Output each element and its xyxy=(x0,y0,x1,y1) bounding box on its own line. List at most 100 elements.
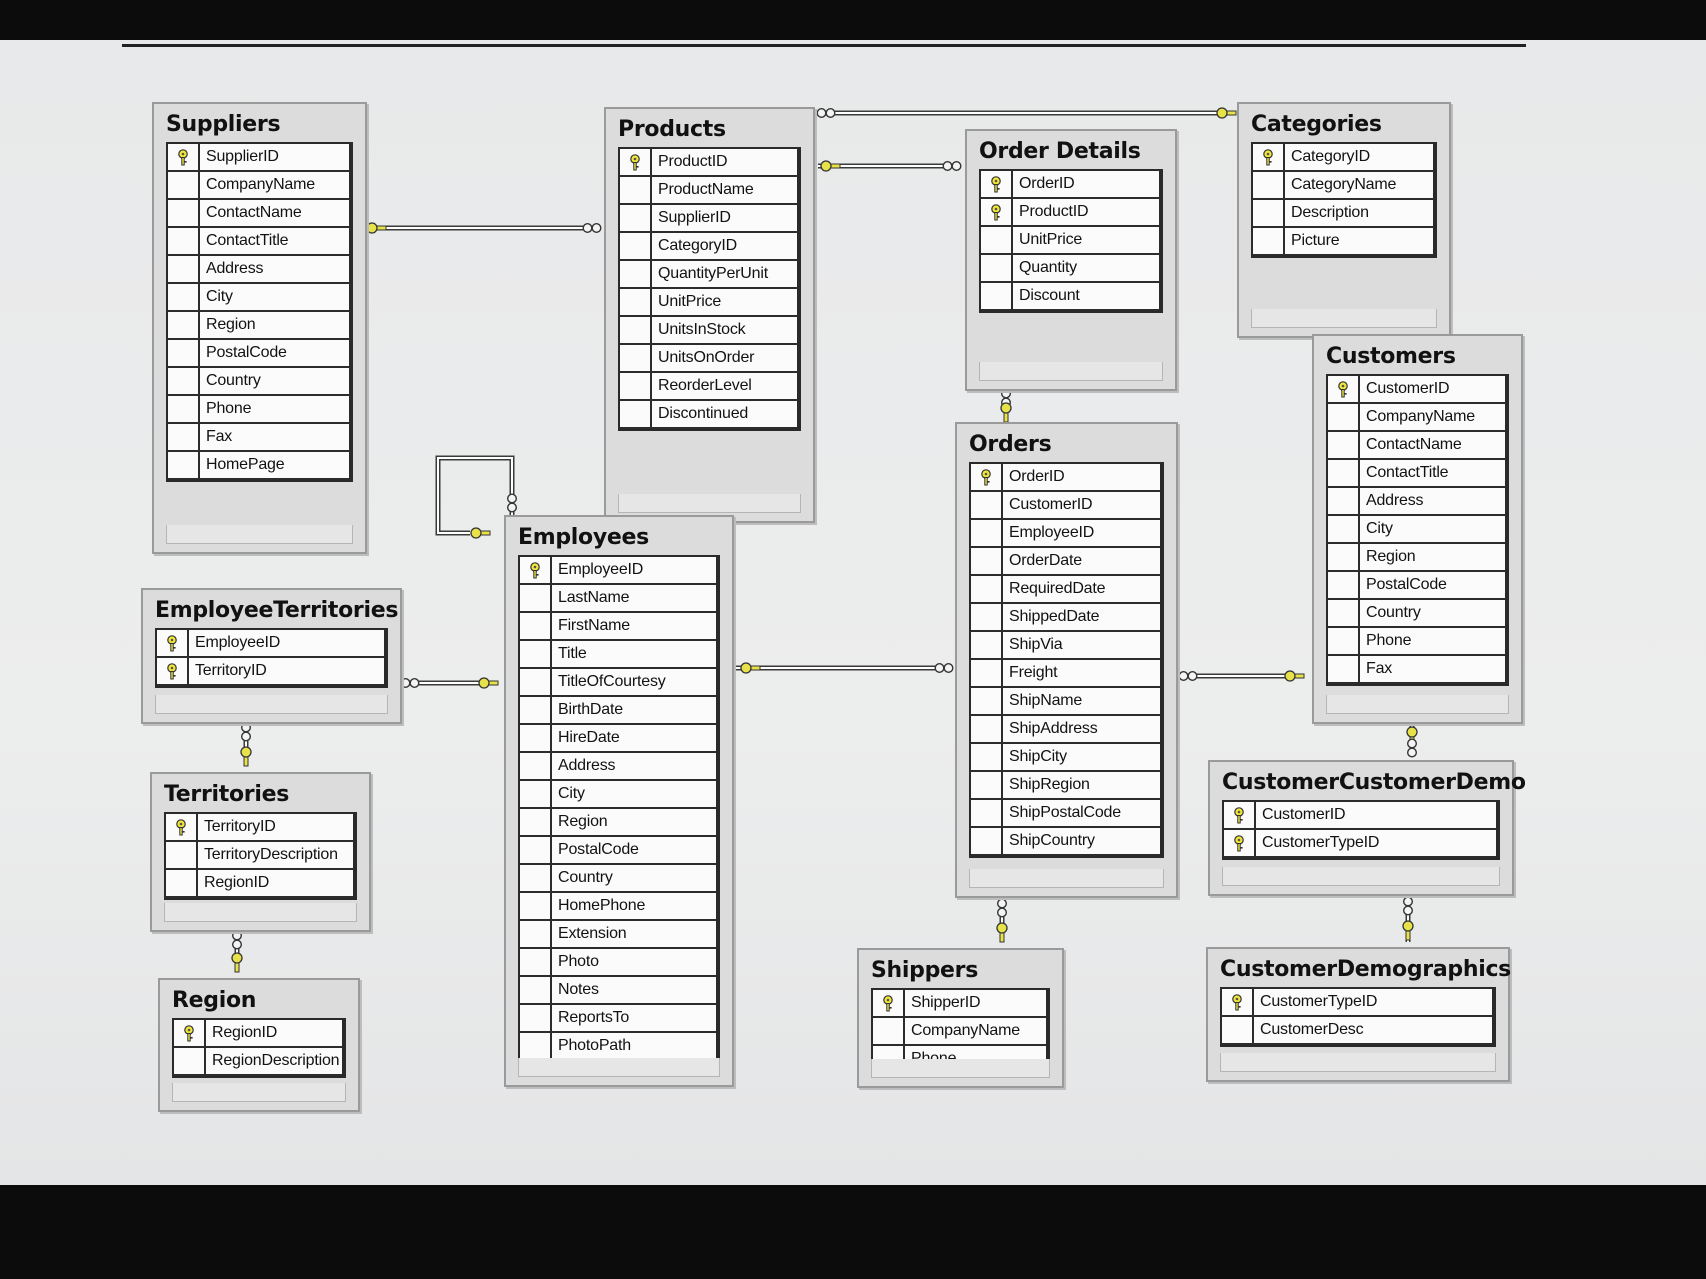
column-row[interactable]: HireDate xyxy=(520,725,716,753)
row-selector[interactable] xyxy=(157,630,189,656)
column-row[interactable]: OrderID xyxy=(981,171,1159,199)
column-row[interactable]: ProductName xyxy=(620,177,797,205)
column-row[interactable]: CustomerTypeID xyxy=(1222,989,1492,1017)
row-selector[interactable] xyxy=(157,658,189,684)
row-selector[interactable] xyxy=(971,828,1003,854)
column-row[interactable]: ShipVia xyxy=(971,632,1160,660)
column-row[interactable]: Extension xyxy=(520,921,716,949)
row-selector[interactable] xyxy=(971,660,1003,686)
column-row[interactable]: ContactName xyxy=(1328,432,1505,460)
row-selector[interactable] xyxy=(1328,376,1360,402)
column-row[interactable]: EmployeeID xyxy=(520,557,716,585)
column-row[interactable]: Title xyxy=(520,641,716,669)
column-row[interactable]: RegionID xyxy=(166,870,353,898)
row-selector[interactable] xyxy=(620,373,652,399)
column-row[interactable]: BirthDate xyxy=(520,697,716,725)
column-row[interactable]: OrderID xyxy=(971,464,1160,492)
column-row[interactable]: RequiredDate xyxy=(971,576,1160,604)
row-selector[interactable] xyxy=(168,368,200,394)
row-selector[interactable] xyxy=(971,464,1003,490)
column-row[interactable]: TerritoryID xyxy=(157,658,384,686)
row-selector[interactable] xyxy=(520,753,552,779)
row-selector[interactable] xyxy=(520,641,552,667)
relationship-line[interactable] xyxy=(435,455,515,536)
column-row[interactable]: ShipRegion xyxy=(971,772,1160,800)
column-row[interactable]: TerritoryID xyxy=(166,814,353,842)
row-selector[interactable] xyxy=(873,1018,905,1044)
row-selector[interactable] xyxy=(1328,432,1360,458)
row-selector[interactable] xyxy=(168,340,200,366)
table-shippers[interactable]: ShippersShipperIDCompanyNamePhone xyxy=(857,948,1064,1088)
row-selector[interactable] xyxy=(1328,656,1360,682)
column-row[interactable]: Phone xyxy=(1328,628,1505,656)
column-row[interactable]: UnitsInStock xyxy=(620,317,797,345)
row-selector[interactable] xyxy=(620,401,652,427)
row-selector[interactable] xyxy=(971,744,1003,770)
row-selector[interactable] xyxy=(520,977,552,1003)
row-selector[interactable] xyxy=(168,312,200,338)
column-row[interactable]: Discount xyxy=(981,283,1159,311)
column-row[interactable]: Phone xyxy=(168,396,349,424)
row-selector[interactable] xyxy=(166,870,198,896)
row-selector[interactable] xyxy=(520,613,552,639)
column-row[interactable]: CustomerTypeID xyxy=(1224,830,1496,858)
row-selector[interactable] xyxy=(1224,830,1256,856)
row-selector[interactable] xyxy=(520,1033,552,1059)
row-selector[interactable] xyxy=(168,200,200,226)
column-row[interactable]: CompanyName xyxy=(1328,404,1505,432)
row-selector[interactable] xyxy=(168,256,200,282)
column-row[interactable]: ShippedDate xyxy=(971,604,1160,632)
column-row[interactable]: Notes xyxy=(520,977,716,1005)
column-row[interactable]: CustomerDesc xyxy=(1222,1017,1492,1045)
column-row[interactable]: Region xyxy=(168,312,349,340)
column-row[interactable]: UnitPrice xyxy=(620,289,797,317)
row-selector[interactable] xyxy=(1222,989,1254,1015)
column-row[interactable]: EmployeeID xyxy=(157,630,384,658)
column-row[interactable]: CustomerID xyxy=(1224,802,1496,830)
row-selector[interactable] xyxy=(620,149,652,175)
column-row[interactable]: Country xyxy=(520,865,716,893)
column-row[interactable]: City xyxy=(520,781,716,809)
row-selector[interactable] xyxy=(520,557,552,583)
row-selector[interactable] xyxy=(166,842,198,868)
row-selector[interactable] xyxy=(1253,200,1285,226)
row-selector[interactable] xyxy=(1328,544,1360,570)
column-row[interactable]: Fax xyxy=(168,424,349,452)
column-row[interactable]: ReportsTo xyxy=(520,1005,716,1033)
row-selector[interactable] xyxy=(520,893,552,919)
row-selector[interactable] xyxy=(174,1020,206,1046)
row-selector[interactable] xyxy=(520,809,552,835)
row-selector[interactable] xyxy=(168,284,200,310)
column-row[interactable]: ShipPostalCode xyxy=(971,800,1160,828)
column-row[interactable]: QuantityPerUnit xyxy=(620,261,797,289)
row-selector[interactable] xyxy=(971,800,1003,826)
row-selector[interactable] xyxy=(620,289,652,315)
column-row[interactable]: PostalCode xyxy=(168,340,349,368)
row-selector[interactable] xyxy=(520,697,552,723)
row-selector[interactable] xyxy=(971,576,1003,602)
column-row[interactable]: UnitsOnOrder xyxy=(620,345,797,373)
column-row[interactable]: Freight xyxy=(971,660,1160,688)
row-selector[interactable] xyxy=(168,424,200,450)
row-selector[interactable] xyxy=(168,144,200,170)
column-row[interactable]: Address xyxy=(168,256,349,284)
row-selector[interactable] xyxy=(1328,488,1360,514)
row-selector[interactable] xyxy=(971,520,1003,546)
row-selector[interactable] xyxy=(168,172,200,198)
column-row[interactable]: CustomerID xyxy=(971,492,1160,520)
row-selector[interactable] xyxy=(971,772,1003,798)
row-selector[interactable] xyxy=(520,725,552,751)
column-row[interactable]: ContactTitle xyxy=(1328,460,1505,488)
column-row[interactable]: PostalCode xyxy=(1328,572,1505,600)
column-row[interactable]: RegionID xyxy=(174,1020,342,1048)
column-row[interactable]: ContactName xyxy=(168,200,349,228)
row-selector[interactable] xyxy=(168,228,200,254)
row-selector[interactable] xyxy=(1224,802,1256,828)
column-row[interactable]: TerritoryDescription xyxy=(166,842,353,870)
